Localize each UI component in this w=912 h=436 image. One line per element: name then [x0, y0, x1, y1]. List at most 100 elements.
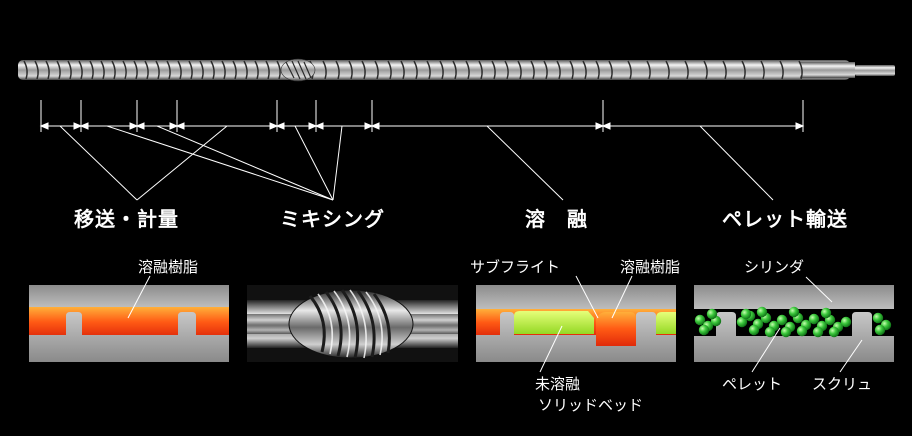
pellet-icon — [694, 314, 706, 326]
screw-flight — [348, 60, 353, 80]
panel-melting — [476, 285, 676, 362]
screw-flight — [243, 60, 248, 80]
dimension-arrow — [129, 122, 139, 130]
section-dimension-lines — [39, 100, 805, 132]
screw-flight — [517, 60, 522, 80]
screw-flight — [627, 60, 632, 80]
screw-flight — [722, 60, 727, 80]
dimension-arrow — [73, 122, 83, 130]
section-title-mixing: ミキシング — [280, 207, 385, 231]
label-screw: スクリュ — [812, 375, 873, 393]
screw-flight — [232, 60, 237, 80]
label-cylinder: シリンダ — [744, 258, 805, 276]
screw-flight — [265, 60, 270, 80]
screw-flight — [595, 60, 600, 80]
dimension-arrow — [308, 122, 318, 130]
mixing-element-icon — [247, 285, 458, 362]
pellet-icon — [776, 314, 788, 326]
screw-flight — [646, 60, 651, 80]
pellet-icon — [812, 326, 824, 338]
screw-flight — [361, 60, 366, 80]
screw-flight — [100, 60, 105, 80]
screw-flight — [122, 60, 127, 80]
pellet-icon — [808, 313, 820, 325]
screw-flight — [779, 60, 784, 80]
dimension-arrow — [795, 122, 805, 130]
extruder-screw-icon — [18, 58, 895, 82]
dimension-arrow — [175, 122, 185, 130]
panel-pellet-transport — [694, 285, 894, 362]
pellet-icon — [706, 308, 718, 320]
screw-flight — [703, 60, 708, 80]
screw-flight — [491, 60, 496, 80]
screw-flight — [166, 60, 171, 80]
screw-flight — [111, 60, 116, 80]
screw-flight — [387, 60, 392, 80]
pellet-icon — [820, 307, 832, 319]
pellet-icon — [764, 326, 776, 338]
pellet-icon — [780, 326, 792, 338]
label-subflight: サブフライト — [470, 258, 561, 276]
label-pellet: ペレット — [722, 375, 783, 393]
label-solid-bed: ソリッドベッド — [538, 396, 644, 414]
screw-flight — [530, 60, 535, 80]
screw-flight — [188, 60, 193, 80]
screw-flight — [569, 60, 574, 80]
screw-flight — [741, 60, 746, 80]
section-title-melting: 溶 融 — [525, 207, 588, 231]
pellet-icon — [796, 325, 808, 337]
dimension-arrow — [169, 122, 179, 130]
section-title-transport-metering: 移送・計量 — [74, 207, 179, 231]
panel-label-lines — [127, 275, 863, 373]
screw-flight — [374, 60, 379, 80]
screw-flight — [426, 60, 431, 80]
screw-flight — [133, 60, 138, 80]
pellet-icon — [748, 324, 760, 336]
pellet-icon — [840, 316, 852, 328]
screw-flight — [34, 60, 39, 80]
pellet-icon — [828, 326, 840, 338]
screw-flight — [413, 60, 418, 80]
screw-flight — [254, 60, 259, 80]
pellet-icon — [740, 308, 752, 320]
screw-flight — [199, 60, 204, 80]
dimension-arrow — [79, 122, 89, 130]
screw-flight — [684, 60, 689, 80]
screw-flight — [221, 60, 226, 80]
screw-flight — [335, 60, 340, 80]
dimension-arrow — [275, 122, 285, 130]
screw-flight — [56, 60, 61, 80]
screw-flight — [665, 60, 670, 80]
screw-flight — [45, 60, 50, 80]
leader-lines — [59, 125, 774, 201]
screw-flight — [400, 60, 405, 80]
panel-molten-resin — [29, 285, 229, 362]
screw-flight — [556, 60, 561, 80]
pellet-icon — [788, 306, 800, 318]
pellet-icon — [756, 306, 768, 318]
screw-flight — [276, 60, 281, 80]
screw-flight — [608, 60, 613, 80]
screw-flight — [478, 60, 483, 80]
pellet-icon — [736, 316, 748, 328]
label-molten-resin-2: 溶融樹脂 — [620, 258, 681, 276]
dimension-arrow — [269, 122, 279, 130]
screw-flight — [67, 60, 72, 80]
screw-flight — [89, 60, 94, 80]
screw-flight — [155, 60, 160, 80]
dimension-arrow — [601, 122, 611, 130]
screw-flight — [78, 60, 83, 80]
dimension-arrow — [135, 122, 145, 130]
dimension-arrow — [370, 122, 380, 130]
screw-flight — [452, 60, 457, 80]
screw-flight — [144, 60, 149, 80]
screw-flight — [210, 60, 215, 80]
dimension-arrow — [595, 122, 605, 130]
screw-flight — [543, 60, 548, 80]
pellet-icon — [872, 312, 884, 324]
screw-flight — [760, 60, 765, 80]
label-unmelted: 未溶融 — [535, 375, 581, 393]
dimension-arrow — [39, 122, 49, 130]
pellet-icons — [694, 306, 892, 338]
screw-flight — [465, 60, 470, 80]
